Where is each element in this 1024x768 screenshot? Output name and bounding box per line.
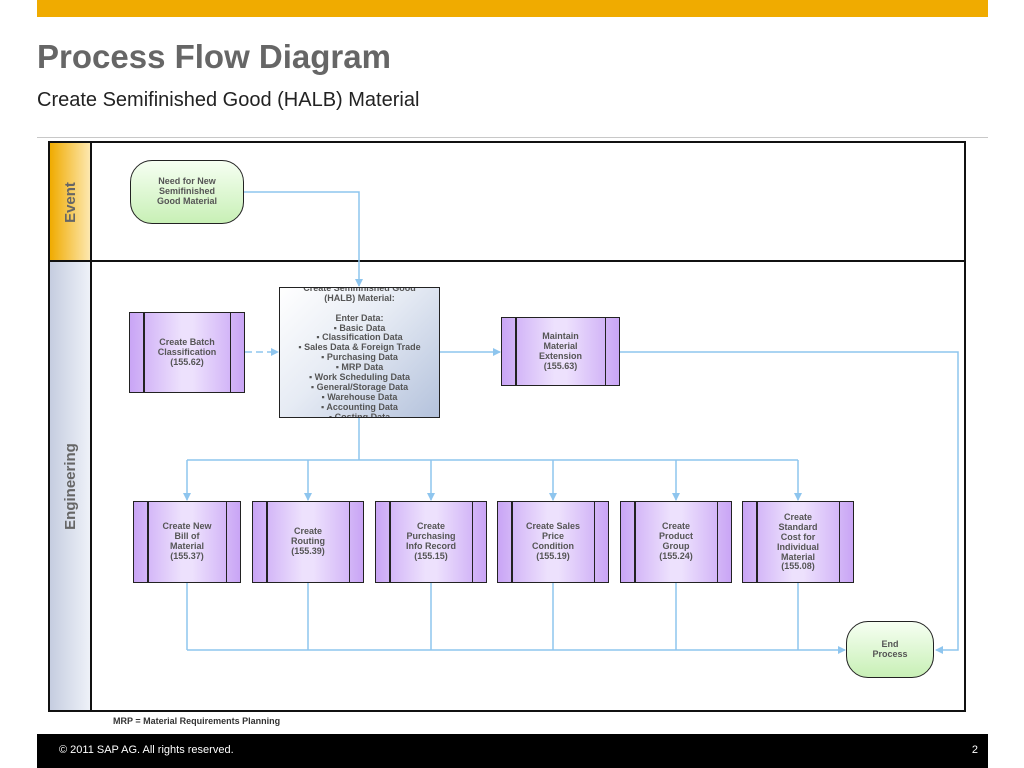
create-standard-cost-label: Create Standard Cost for Individual Mate… [776,512,819,572]
footer-bar: © 2011 SAP AG. All rights reserved. 2 [37,734,988,768]
create-bom-label: Create New Bill of Material (155.37) [162,521,212,561]
end-process-node: End Process [846,621,934,678]
create-product-group-label: Create Product Group (155.24) [658,521,693,561]
start-event-node: Need for New Semifinished Good Material [130,160,244,224]
create-purchasing-info-node: Create Purchasing Info Record (155.15) [375,501,487,583]
maintain-material-extension-label: Maintain Material Extension (155.63) [538,331,582,371]
create-sales-price-label: Create Sales Price Condition (155.19) [525,521,581,561]
lane-divider [50,260,964,262]
copyright-text: © 2011 SAP AG. All rights reserved. [59,744,234,756]
maintain-material-extension-node: Maintain Material Extension (155.63) [501,317,620,386]
lane-engineering: Engineering [50,262,92,710]
lane-event: Event [50,143,92,261]
create-bom-node: Create New Bill of Material (155.37) [133,501,241,583]
create-product-group-node: Create Product Group (155.24) [620,501,732,583]
create-halb-material-node: Create Semifinished Good (HALB) Material… [279,287,440,418]
page-title: Process Flow Diagram [37,38,391,75]
create-sales-price-node: Create Sales Price Condition (155.19) [497,501,609,583]
create-batch-classification-node: Create Batch Classification (155.62) [129,312,245,393]
create-routing-label: Create Routing (155.39) [291,526,325,556]
arrow-start-to-main [244,191,363,287]
arrow-extension-to-end [620,351,959,654]
page-subtitle: Create Semifinished Good (HALB) Material [37,89,420,111]
abbreviation-note: MRP = Material Requirements Planning [113,716,281,726]
create-batch-classification-label: Create Batch Classification (155.62) [157,337,217,367]
diagram-frame [48,141,966,712]
title-divider [37,137,988,138]
page-number: 2 [971,744,978,756]
top-accent-bar [37,0,988,17]
create-routing-node: Create Routing (155.39) [252,501,364,583]
create-halb-material-label: Create Semifinished Good (HALB) Material… [298,287,421,418]
create-purchasing-info-label: Create Purchasing Info Record (155.15) [405,521,456,561]
create-standard-cost-node: Create Standard Cost for Individual Mate… [742,501,854,583]
